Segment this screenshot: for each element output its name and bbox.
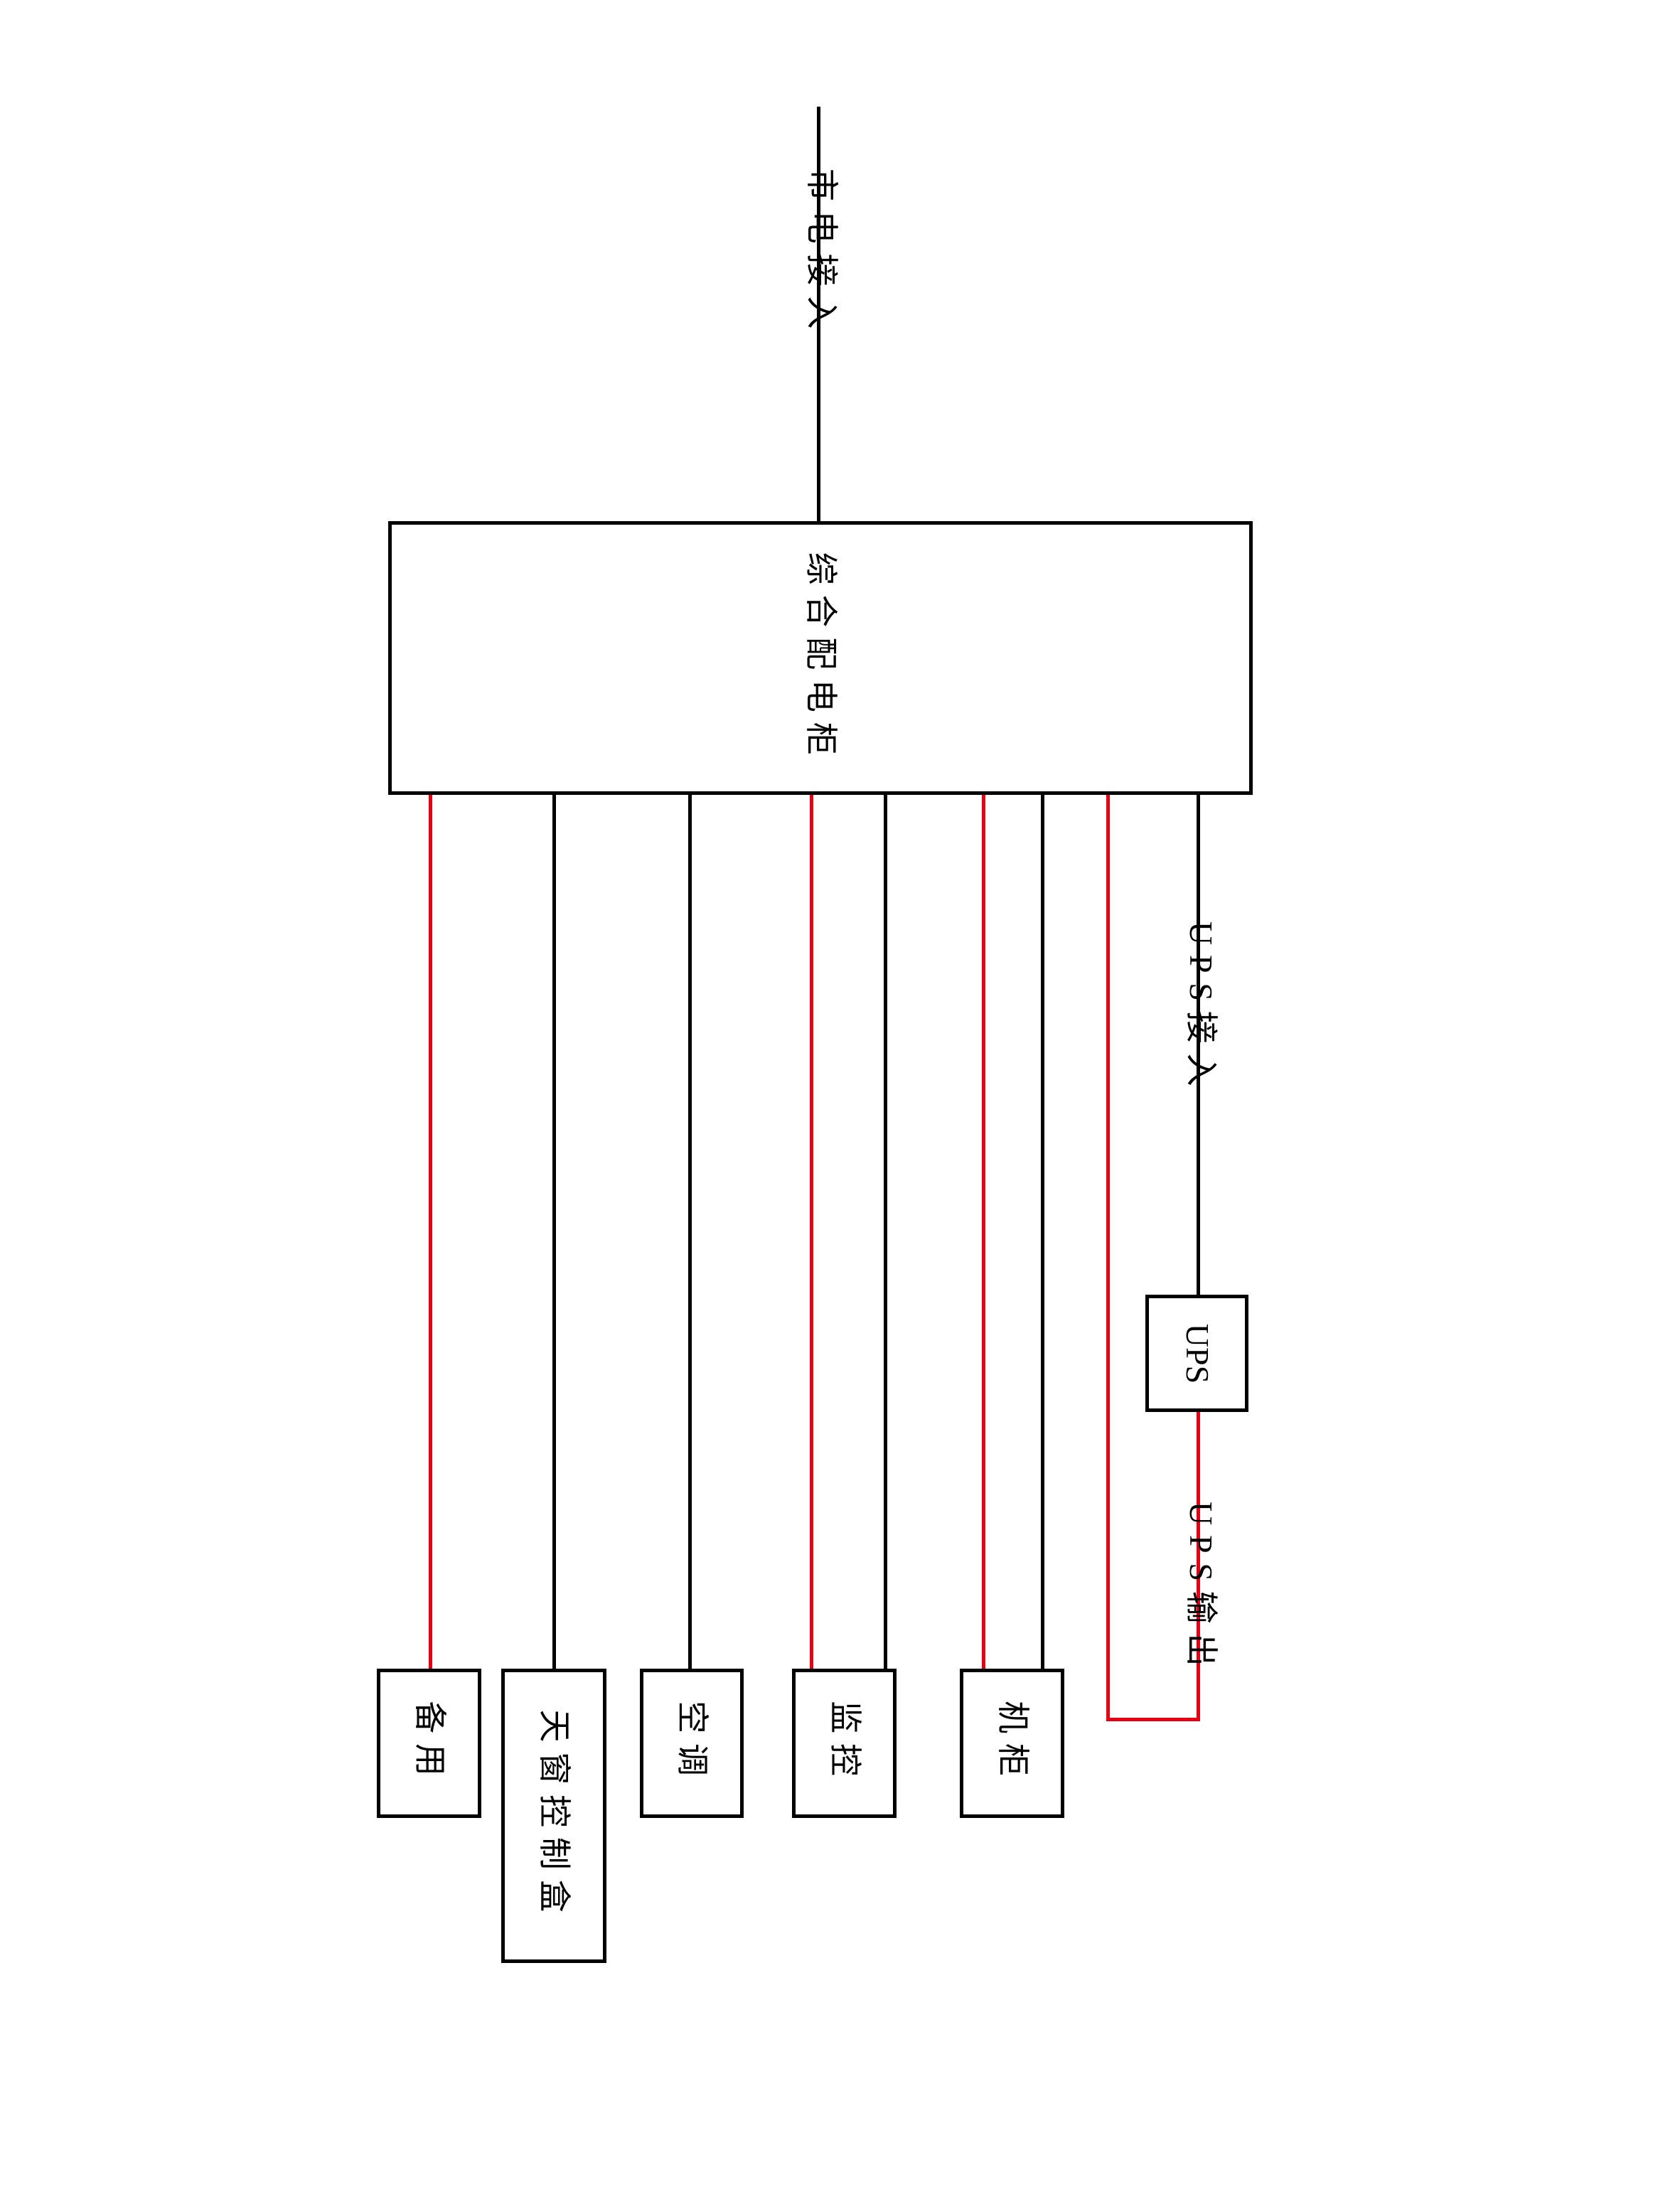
mains-input-wire	[817, 107, 820, 523]
main-cabinet-box: 综合配电柜	[388, 521, 1253, 795]
ups-box: UPS	[1145, 1295, 1248, 1412]
ups-input-label: UPS接入	[1183, 921, 1219, 1096]
load-label-air-conditioner: 空调	[674, 1701, 710, 1786]
load-label-spare: 备用	[411, 1701, 448, 1786]
ups-output-label: UPS输出	[1183, 1502, 1219, 1676]
ups-output-wire-down	[1197, 1412, 1200, 1719]
feeder-wire-skylight-control	[552, 795, 556, 1670]
ups-label: UPS	[1179, 1323, 1216, 1384]
main-cabinet-label: 综合配电柜	[803, 552, 839, 764]
feeder-wire-rack-secondary	[1041, 795, 1044, 1670]
load-box-rack: 机柜	[960, 1669, 1064, 1818]
load-box-spare: 备用	[377, 1669, 481, 1818]
load-box-skylight-control: 天窗控制盒	[501, 1669, 606, 1963]
ups-output-wire-horizontal	[1106, 1718, 1200, 1721]
feeder-wire-monitoring-secondary	[884, 795, 887, 1670]
feeder-wire-spare	[429, 795, 432, 1670]
load-label-monitoring: 监控	[826, 1701, 863, 1786]
mains-input-label: 市电接入	[803, 169, 840, 339]
load-label-skylight-control: 天窗控制盒	[536, 1709, 572, 1922]
load-box-monitoring: 监控	[792, 1669, 897, 1818]
load-box-air-conditioner: 空调	[640, 1669, 744, 1818]
ups-input-wire	[1197, 795, 1200, 1295]
feeder-wire-monitoring	[810, 795, 813, 1670]
ups-output-riser-wire	[1106, 795, 1110, 1719]
load-label-rack: 机柜	[994, 1701, 1031, 1786]
feeder-wire-rack	[982, 795, 985, 1670]
feeder-wire-air-conditioner	[688, 795, 692, 1670]
